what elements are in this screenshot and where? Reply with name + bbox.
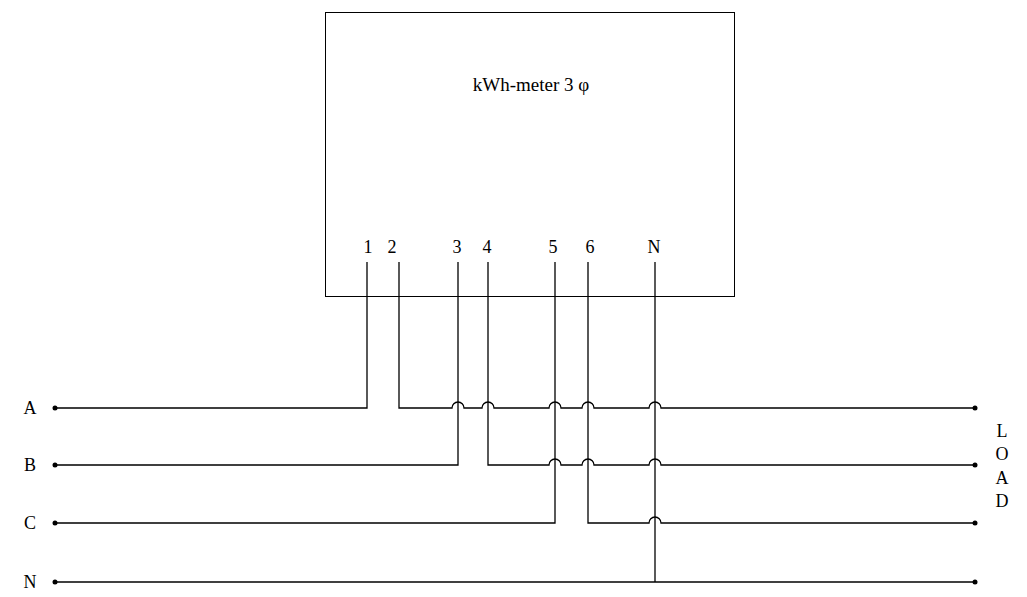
terminal-number: 5	[549, 238, 558, 256]
terminal-dots	[53, 406, 978, 585]
terminal-number: 4	[483, 238, 492, 256]
terminal-number: N	[648, 238, 661, 256]
wire-a-in	[55, 262, 367, 408]
terminal-number: 2	[388, 238, 397, 256]
neutral-label: N	[24, 573, 37, 591]
wire-b-in	[55, 262, 458, 465]
meter-box: kWh-meter 3 φ	[325, 12, 735, 297]
terminal-number: 1	[364, 238, 373, 256]
load-label: LOAD	[993, 420, 1011, 514]
terminal-number: 3	[453, 238, 462, 256]
terminal-number: 6	[586, 238, 595, 256]
wire-c-out	[588, 262, 975, 523]
wire-n	[55, 581, 975, 582]
meter-title: kWh-meter 3 φ	[473, 75, 589, 94]
wire-n-tap	[654, 262, 655, 582]
wire-a-out	[399, 262, 975, 408]
wire-c-in	[55, 262, 555, 523]
phase-label: B	[24, 456, 36, 474]
phase-label: C	[24, 514, 36, 532]
phase-label: A	[24, 399, 37, 417]
wire-b-out	[488, 262, 975, 465]
